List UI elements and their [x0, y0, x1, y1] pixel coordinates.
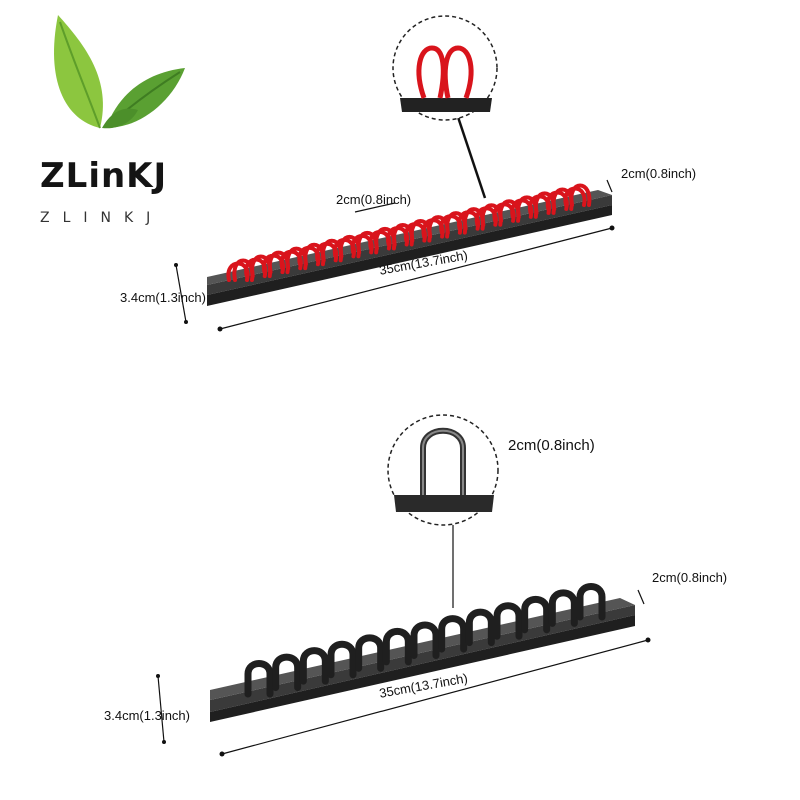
clip: [355, 634, 385, 672]
green-leaves-icon: [54, 15, 185, 129]
clip: [272, 653, 302, 692]
red-socket-rail: [207, 183, 612, 306]
clip: [327, 640, 357, 679]
black-clip-width-label: 2cm(0.8inch): [508, 437, 595, 454]
clip: [299, 647, 329, 685]
clip: [493, 602, 523, 640]
brand-subtitle: ZLINKJ: [40, 210, 164, 226]
clip: [563, 183, 592, 207]
clip: [382, 627, 412, 666]
brand-name: ZLinKJ: [40, 156, 168, 196]
black-clip-row: [244, 583, 606, 698]
black-height-label: 3.4cm(1.3inch): [104, 708, 190, 723]
black-socket-rail: [210, 583, 635, 722]
clip: [465, 608, 495, 647]
red-clip-row: [226, 183, 592, 282]
clip: [438, 615, 468, 653]
black-rail-width-label: 2cm(0.8inch): [652, 570, 728, 585]
red-height-label: 3.4cm(1.3inch): [120, 290, 206, 305]
clip: [548, 589, 578, 627]
red-clip-detail-icon: [392, 15, 498, 121]
red-clip-spacing-label: 2cm(0.8inch): [336, 192, 412, 207]
clip: [410, 621, 440, 659]
red-rail-width-label: 2cm(0.8inch): [621, 166, 697, 181]
clip: [244, 660, 274, 698]
clip: [576, 583, 606, 621]
black-clip-detail-icon: [387, 414, 499, 526]
clip: [521, 595, 551, 634]
